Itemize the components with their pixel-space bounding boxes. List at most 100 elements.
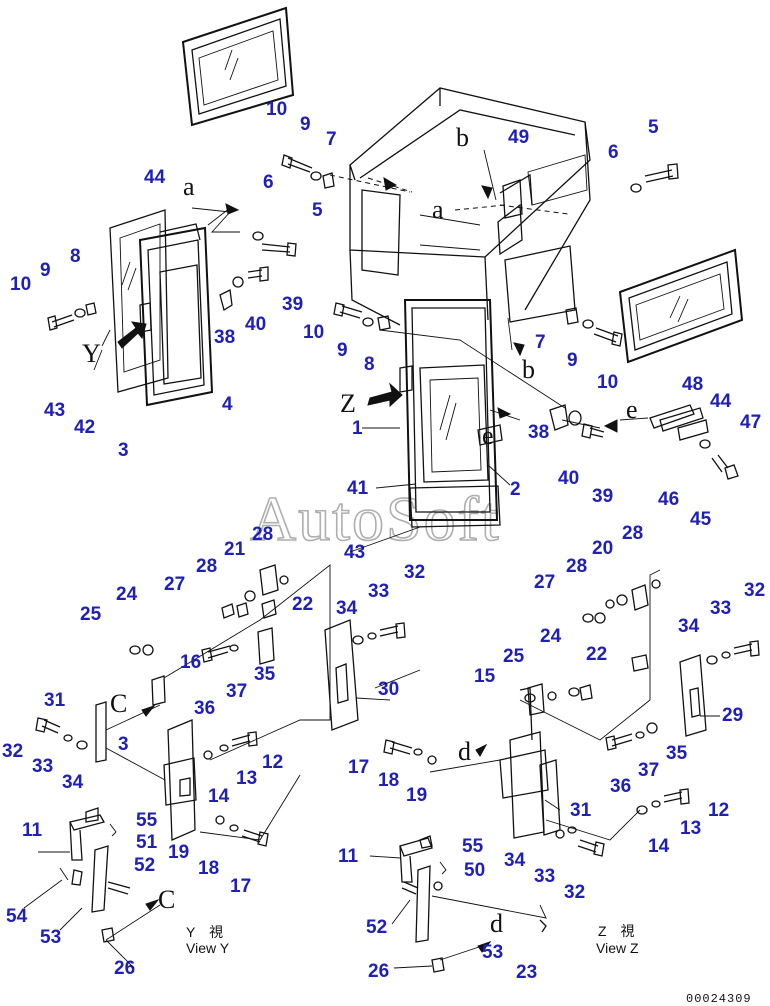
captions: Y 視 View Y Z 視 View Z 00024309 — [186, 923, 752, 1006]
callout-21: 21 — [224, 539, 246, 560]
callout-14: 14 — [208, 786, 230, 807]
fasteners — [47, 154, 739, 480]
top-left-window-glass — [181, 6, 295, 127]
callout-10: 10 — [303, 322, 324, 343]
callout-27: 27 — [164, 574, 185, 595]
view-letter-b: b — [522, 355, 535, 384]
callout-2: 2 — [510, 479, 521, 500]
callout-35: 35 — [666, 743, 688, 764]
callout-20: 20 — [592, 538, 613, 559]
callout-37: 37 — [638, 760, 659, 781]
callout-13: 13 — [236, 768, 257, 789]
callout-33: 33 — [32, 756, 53, 777]
callout-17: 17 — [348, 757, 369, 778]
right-window-glass — [618, 248, 744, 364]
callout-33: 33 — [368, 581, 389, 602]
callout-10: 10 — [597, 372, 618, 393]
callout-12: 12 — [708, 800, 729, 821]
view-letter-y: Y — [82, 339, 101, 368]
callout-28: 28 — [196, 556, 217, 577]
callout-35: 35 — [254, 664, 276, 685]
callout-34: 34 — [678, 616, 700, 637]
view-letters: a a b b e e Y Z C C d d — [82, 123, 638, 938]
cab-door — [399, 299, 503, 528]
callout-29: 29 — [722, 705, 743, 726]
callout-53: 53 — [40, 927, 61, 948]
callout-6: 6 — [608, 142, 619, 163]
watermark: AutoSoft — [250, 483, 501, 554]
callout-33: 33 — [534, 866, 555, 887]
callout-24: 24 — [540, 626, 562, 647]
callout-46: 46 — [658, 489, 679, 510]
callout-45: 45 — [690, 509, 712, 530]
view-z-assembly — [383, 569, 760, 973]
callout-55: 55 — [136, 810, 158, 831]
callout-44: 44 — [710, 391, 732, 412]
callout-28: 28 — [566, 556, 587, 577]
callout-22: 22 — [292, 594, 313, 615]
callout-13: 13 — [680, 818, 701, 839]
callout-36: 36 — [610, 776, 631, 797]
left-door-assembly — [109, 209, 214, 407]
callout-28: 28 — [622, 523, 643, 544]
view-letter-d: d — [490, 909, 503, 938]
view-letter-d: d — [458, 737, 471, 766]
callout-52: 52 — [366, 917, 387, 938]
callout-31: 31 — [44, 690, 66, 711]
callout-7: 7 — [326, 129, 337, 150]
callout-9: 9 — [337, 340, 348, 361]
view-y-caption-en: View Y — [186, 940, 230, 956]
callout-55: 55 — [462, 836, 484, 857]
callout-3: 3 — [118, 734, 129, 755]
callout-44: 44 — [144, 167, 166, 188]
callout-34: 34 — [504, 850, 526, 871]
callout-53: 53 — [482, 942, 503, 963]
callout-25: 25 — [503, 646, 525, 667]
callout-3: 3 — [118, 440, 129, 461]
callout-24: 24 — [116, 584, 138, 605]
callout-26: 26 — [368, 961, 389, 982]
callouts: 10 9 7 49 5 6 44 6 5 8 9 10 39 40 38 10 … — [2, 99, 765, 983]
callout-51: 51 — [136, 832, 158, 853]
callout-8: 8 — [70, 246, 81, 267]
callout-6: 6 — [263, 172, 274, 193]
callout-28: 28 — [252, 524, 273, 545]
callout-10: 10 — [10, 274, 31, 295]
callout-38: 38 — [528, 422, 549, 443]
callout-49: 49 — [508, 127, 529, 148]
callout-25: 25 — [80, 604, 102, 625]
view-letter-b: b — [456, 123, 469, 152]
callout-43: 43 — [44, 400, 65, 421]
callout-32: 32 — [2, 741, 23, 762]
callout-32: 32 — [744, 580, 765, 601]
callout-34: 34 — [62, 772, 84, 793]
callout-54: 54 — [6, 906, 28, 927]
drawing-code: 00024309 — [686, 992, 752, 1006]
callout-22: 22 — [586, 644, 607, 665]
callout-52: 52 — [134, 855, 155, 876]
callout-9: 9 — [40, 260, 51, 281]
callout-34: 34 — [336, 598, 358, 619]
view-z-caption-en: View Z — [596, 940, 639, 956]
view-y-caption-jp: Y 視 — [186, 924, 223, 940]
callout-38: 38 — [214, 327, 235, 348]
callout-23: 23 — [516, 962, 537, 983]
callout-15: 15 — [474, 666, 496, 687]
view-letter-c: C — [158, 885, 175, 914]
callout-42: 42 — [74, 417, 95, 438]
callout-40: 40 — [558, 468, 579, 489]
callout-5: 5 — [648, 117, 659, 138]
callout-37: 37 — [226, 681, 247, 702]
view-z-caption-jp: Z 視 — [598, 923, 635, 939]
callout-16: 16 — [180, 652, 201, 673]
view-letter-z: Z — [340, 389, 356, 418]
view-letter-a: a — [183, 172, 195, 201]
callout-9: 9 — [300, 114, 311, 135]
callout-41: 41 — [347, 478, 369, 499]
callout-14: 14 — [648, 836, 670, 857]
callout-12: 12 — [262, 752, 283, 773]
callout-48: 48 — [682, 374, 703, 395]
callout-11: 11 — [22, 820, 43, 841]
callout-31: 31 — [570, 800, 592, 821]
